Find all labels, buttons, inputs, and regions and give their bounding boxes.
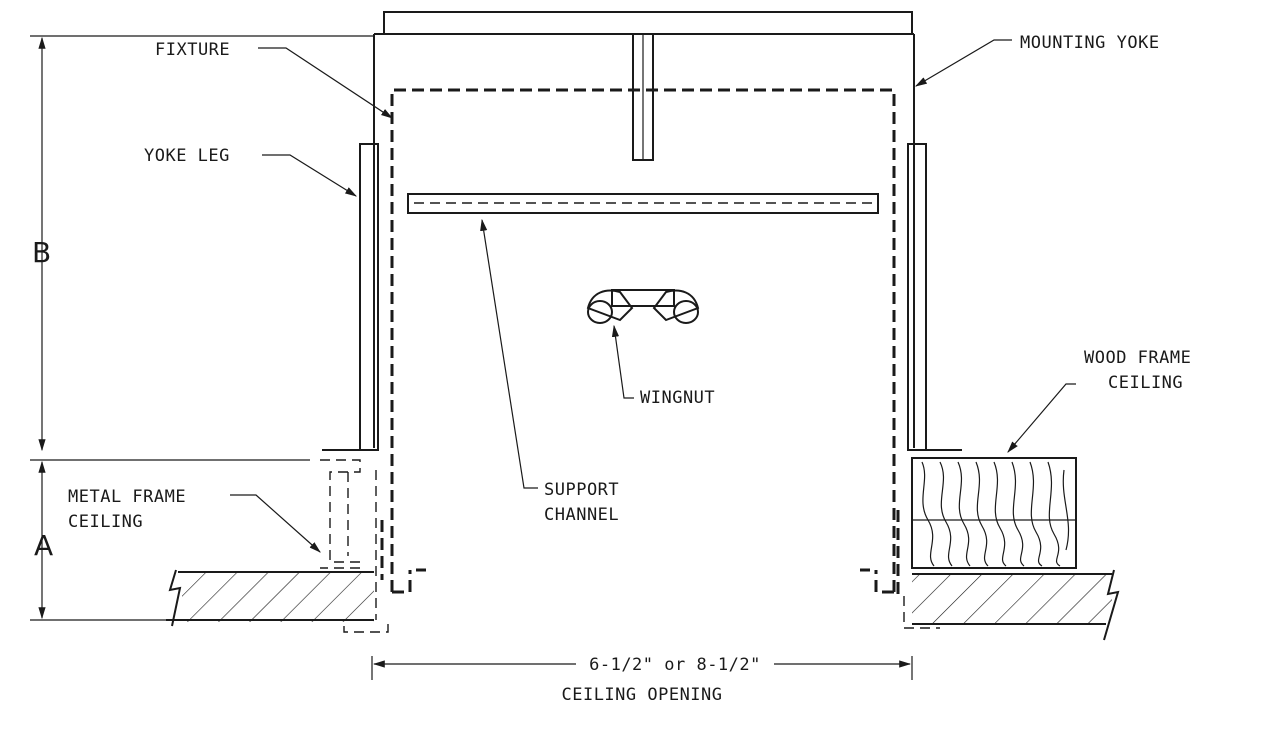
fixture-housing bbox=[390, 88, 896, 594]
opening-caption-label: CEILING OPENING bbox=[561, 685, 722, 705]
wingnut-icon bbox=[586, 289, 700, 324]
wood-frame-ceiling bbox=[896, 457, 1077, 600]
yoke-leg-left bbox=[322, 143, 379, 451]
dimension-a-label: A bbox=[34, 529, 53, 562]
wood-frame-label-line1: WOOD FRAME bbox=[1084, 348, 1191, 368]
leader-lines bbox=[230, 39, 1076, 553]
dimension-b-label: B bbox=[32, 236, 51, 269]
metal-frame-label-line2: CEILING bbox=[68, 512, 143, 532]
dimension-a bbox=[30, 460, 166, 621]
dimension-opening bbox=[371, 656, 913, 680]
wood-frame-label-line2: CEILING bbox=[1108, 373, 1183, 393]
yoke-leg-label: YOKE LEG bbox=[144, 146, 230, 166]
mounting-yoke-label: MOUNTING YOKE bbox=[1020, 33, 1160, 53]
mounting-yoke bbox=[373, 11, 915, 448]
wingnut-label: WINGNUT bbox=[640, 388, 715, 408]
dimension-b bbox=[30, 35, 374, 461]
ceiling-board-left bbox=[166, 569, 389, 633]
support-channel-label-line1: SUPPORT bbox=[544, 480, 619, 500]
yoke-leg-right bbox=[907, 143, 962, 451]
support-channel-label-line2: CHANNEL bbox=[544, 505, 619, 525]
fixture-label: FIXTURE bbox=[155, 40, 230, 60]
support-channel bbox=[407, 193, 879, 214]
opening-size-label: 6-1/2" or 8-1/2" bbox=[589, 655, 761, 675]
ceiling-board-right bbox=[903, 569, 1120, 641]
metal-frame-label-line1: METAL FRAME bbox=[68, 487, 186, 507]
metal-frame-ceiling bbox=[320, 459, 384, 620]
